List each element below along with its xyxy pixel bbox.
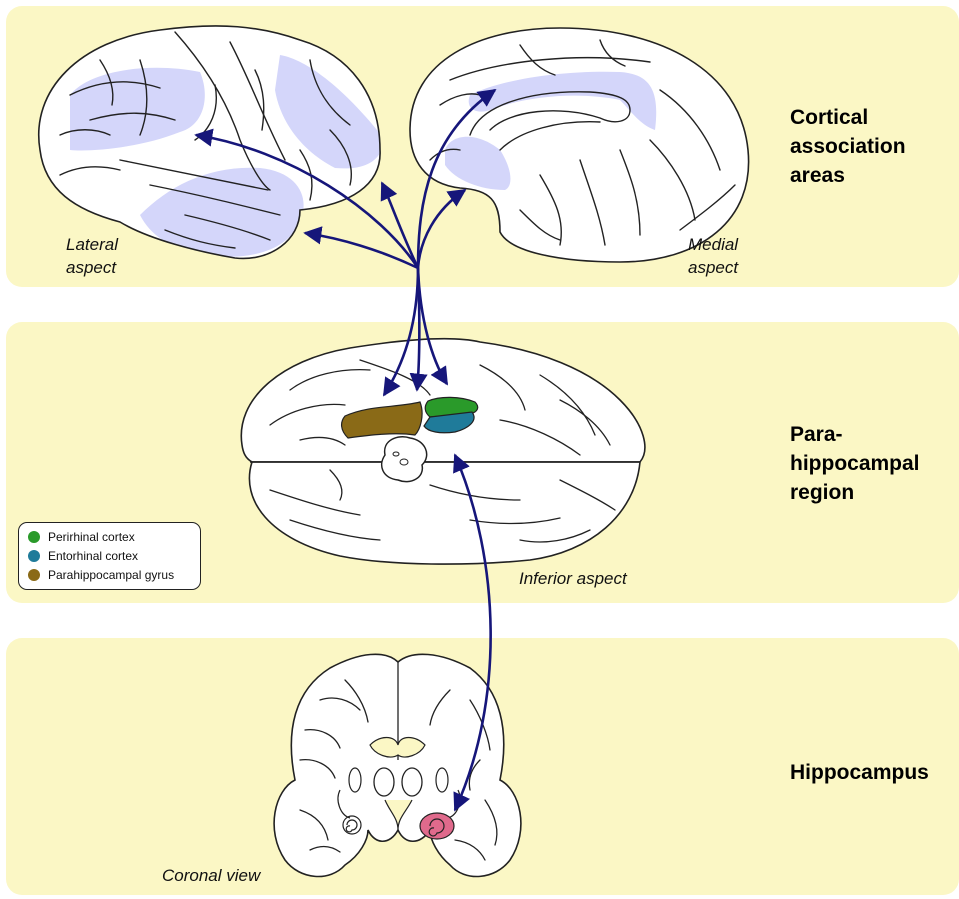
legend: Perirhinal cortex Entorhinal cortex Para… — [18, 522, 201, 590]
hippocampus-title: Hippocampus — [790, 758, 929, 787]
legend-item-entorhinal: Entorhinal cortex — [28, 546, 200, 565]
perirhinal-swatch — [28, 531, 40, 543]
legend-item-parahippocampal: Parahippocampal gyrus — [28, 565, 200, 584]
legend-label: Parahippocampal gyrus — [48, 568, 174, 582]
legend-item-perirhinal: Perirhinal cortex — [28, 527, 200, 546]
right-hippocampus-highlight — [420, 813, 454, 839]
parahippocampal-region-title: Para- hippocampal region — [790, 420, 920, 507]
parahippocampal-swatch — [28, 569, 40, 581]
legend-label: Perirhinal cortex — [48, 530, 135, 544]
cortical-association-title: Cortical association areas — [790, 103, 906, 190]
lateral-aspect-label: Lateral aspect — [66, 233, 118, 279]
inferior-brain — [241, 339, 645, 564]
coronal-brain — [274, 654, 521, 876]
medial-brain — [410, 28, 749, 262]
lateral-brain — [39, 26, 385, 259]
medial-aspect-label: Medial aspect — [688, 233, 738, 279]
entorhinal-swatch — [28, 550, 40, 562]
inferior-aspect-label: Inferior aspect — [519, 567, 627, 590]
legend-label: Entorhinal cortex — [48, 549, 138, 563]
coronal-view-label: Coronal view — [162, 864, 260, 887]
